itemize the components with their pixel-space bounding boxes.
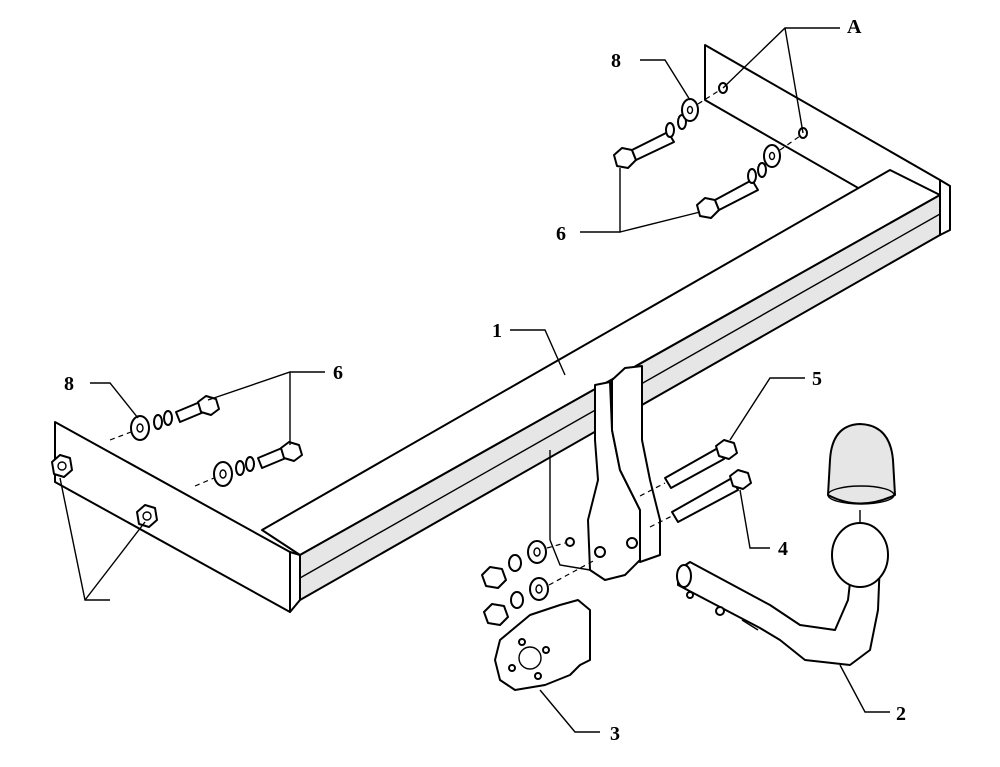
callout-6-left: 6 [333, 362, 343, 384]
callout-4: 4 [778, 538, 788, 560]
bolt-set-left-2 [194, 441, 303, 487]
bolt-set-top-1 [613, 89, 721, 169]
bolt-5 [664, 439, 738, 489]
callout-1: 1 [492, 320, 502, 342]
socket-plate [494, 599, 591, 691]
callout-5: 5 [812, 368, 822, 390]
nut-washer-set-lower [483, 559, 596, 626]
nut-washer-set-upper [481, 540, 566, 589]
bolt-set-left-1 [109, 395, 220, 441]
left-mounting-plate [54, 421, 291, 613]
ball-cap [827, 423, 896, 505]
callout-8-left: 8 [64, 373, 74, 395]
crossbar [54, 44, 951, 613]
callout-8-top: 8 [611, 50, 621, 72]
callout-A: A [847, 16, 862, 38]
cage-nut-1 [51, 454, 73, 478]
drop-bracket [549, 365, 661, 581]
callout-2: 2 [896, 703, 906, 725]
tow-ball [831, 522, 889, 588]
callout-3: 3 [610, 723, 620, 745]
callout-6-top: 6 [556, 223, 566, 245]
bolt-set-top-2 [696, 135, 801, 219]
cage-nut-2 [136, 504, 158, 528]
leader-lines [59, 27, 890, 733]
callout-labels: A 8 6 1 8 6 5 4 3 2 [64, 16, 906, 745]
bolt-4 [671, 469, 752, 523]
tow-ball-neck [676, 510, 889, 666]
